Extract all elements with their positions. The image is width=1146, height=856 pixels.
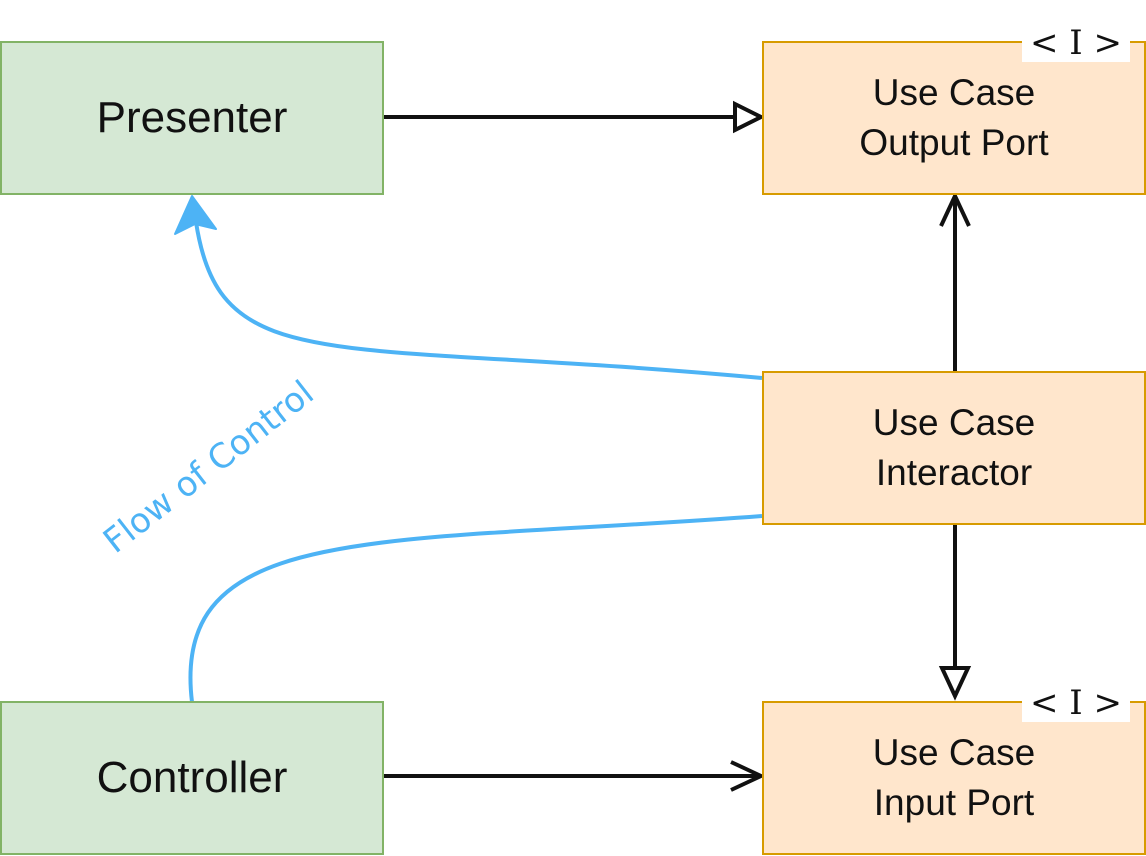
input-port-box: Use Case Input Port	[762, 701, 1146, 855]
presenter-box: Presenter	[0, 41, 384, 195]
controller-box: Controller	[0, 701, 384, 855]
flow-curve-controller-to-interactor	[188, 514, 763, 703]
flow-arrowhead-icon	[174, 195, 217, 235]
interactor-label: Use Case Interactor	[872, 401, 1036, 493]
output-port-label: Use Case Output Port	[859, 71, 1049, 163]
open-arrowhead-up-icon	[939, 191, 971, 227]
realization-arrowhead-down-icon	[938, 666, 972, 701]
input-port-label: Use Case Input Port	[872, 731, 1036, 823]
open-arrowhead-right-icon	[730, 760, 766, 792]
output-port-box: Use Case Output Port	[762, 41, 1146, 195]
controller-label: Controller	[96, 753, 288, 802]
output-port-interface-tag: < I >	[1022, 24, 1131, 62]
interactor-box: Use Case Interactor	[762, 371, 1146, 525]
realization-arrowhead-icon	[733, 100, 766, 134]
flow-curve-interactor-to-presenter	[194, 221, 763, 380]
presenter-label: Presenter	[96, 93, 288, 142]
input-port-interface-tag: < I >	[1022, 684, 1131, 722]
